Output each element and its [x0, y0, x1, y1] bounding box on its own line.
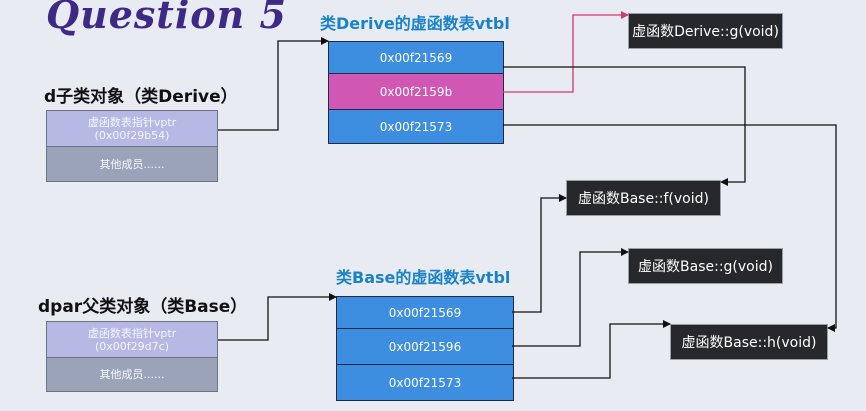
arrow-derive-vptr [218, 37, 329, 131]
base-vptr-cell: 虚函数表指针vptr (0x00f29d7c) [47, 322, 217, 358]
function-base-g: 虚函数Base::g(void) [628, 248, 783, 284]
derive-vptr-text: 虚函数表指针vptr [87, 115, 177, 129]
derive-vtbl-entry-0: 0x00f21569 [329, 42, 503, 74]
derive-object-label: d子类对象（类Derive） [44, 87, 238, 107]
arrow-derive-entry2 [503, 124, 837, 332]
derive-other-members: 其他成员...... [47, 147, 217, 181]
derive-vtbl-table: 0x00f21569 0x00f2159b 0x00f21573 [328, 41, 504, 144]
base-vptr-text: 虚函数表指针vptr [87, 326, 177, 340]
arrow-derive-entry1 [503, 11, 629, 93]
arrow-base-entry0 [512, 194, 567, 313]
function-derive-g: 虚函数Derive::g(void) [628, 13, 783, 49]
derive-vtbl-entry-1: 0x00f2159b [329, 74, 503, 110]
base-vtbl-entry-0: 0x00f21569 [337, 297, 513, 329]
arrow-base-entry1 [512, 248, 629, 347]
slide-title: Question 5 [46, 0, 287, 37]
arrow-base-entry2 [512, 320, 671, 379]
base-vptr-address: (0x00f29d7c) [95, 339, 169, 353]
function-base-h: 虚函数Base::h(void) [670, 324, 828, 360]
derive-vtbl-entry-2: 0x00f21573 [329, 110, 503, 143]
base-object-label: dpar父类对象（类Base） [38, 297, 248, 317]
derive-vptr-address: (0x00f29b54) [94, 128, 170, 142]
function-base-f: 虚函数Base::f(void) [566, 180, 721, 216]
base-vtbl-title: 类Base的虚函数表vtbl [336, 268, 511, 287]
base-other-members: 其他成员...... [47, 358, 217, 391]
base-vtbl-table: 0x00f21569 0x00f21596 0x00f21573 [336, 296, 514, 401]
arrow-base-vptr [218, 293, 337, 341]
derive-object-box: 虚函数表指针vptr (0x00f29b54) 其他成员...... [46, 110, 218, 182]
base-object-box: 虚函数表指针vptr (0x00f29d7c) 其他成员...... [46, 321, 218, 392]
base-vtbl-entry-2: 0x00f21573 [337, 365, 513, 400]
derive-vptr-cell: 虚函数表指针vptr (0x00f29b54) [47, 111, 217, 147]
base-vtbl-entry-1: 0x00f21596 [337, 329, 513, 365]
derive-vtbl-title: 类Derive的虚函数表vtbl [320, 14, 510, 33]
